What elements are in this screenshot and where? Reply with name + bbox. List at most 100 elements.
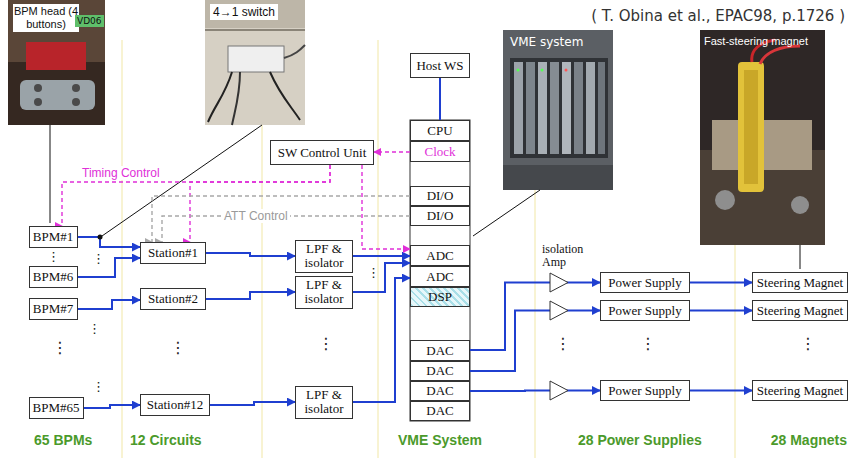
box-text: ADC [426, 269, 453, 285]
vme-module: DAC [410, 340, 470, 361]
amp-label: isolation Amp [542, 243, 598, 269]
box-text: Host WS [416, 58, 463, 74]
filter-box: LPF & isolator [295, 276, 353, 309]
photo-label: VME system [510, 35, 583, 49]
leader-lines [50, 125, 800, 269]
power-supply-box: Power Supply [600, 380, 690, 401]
group-caption: 28 Magnets [771, 432, 847, 448]
vme-module: DI/O [410, 206, 470, 226]
signal-connector [78, 300, 141, 309]
box-text: BPM#1 [33, 229, 73, 245]
junction-dot [98, 235, 103, 240]
bpm-box: BPM#65 [29, 397, 84, 419]
box-text: DAC [426, 363, 453, 379]
signal-connector [206, 253, 295, 256]
station-box: Station#2 [140, 288, 206, 310]
box-text: Station#2 [148, 291, 198, 307]
box-text: Steering Magnet [757, 275, 843, 291]
filter-box: LPF & isolator [295, 240, 353, 273]
group-caption: 65 BPMs [34, 432, 92, 448]
signal-connector [374, 151, 410, 152]
vme-module: DAC [410, 381, 470, 401]
magnet-photo [700, 30, 825, 245]
box-text: ADC [426, 248, 453, 264]
box-text: LPF & isolator [296, 242, 352, 271]
photo-label: BPM head (4 buttons) [13, 4, 79, 32]
vme-module: DAC [410, 361, 470, 381]
control-box: SW Control Unit [270, 140, 374, 165]
signal-connector [78, 237, 141, 247]
signal-connector [470, 311, 600, 372]
bpm-box: BPM#7 [29, 298, 78, 320]
vme-module: DSP [410, 287, 470, 307]
vme-module: ADC [410, 266, 470, 287]
signal-connector [362, 165, 410, 249]
box-text: CPU [427, 123, 452, 139]
signal-connector [439, 78, 441, 120]
signal-connector [78, 258, 141, 277]
box-text: Station#12 [147, 397, 203, 413]
ellipsis-mark: ⋮ [52, 340, 68, 356]
bpm-box: BPM#6 [29, 266, 78, 288]
box-text: BPM#6 [33, 269, 73, 285]
vme-photo [503, 30, 613, 190]
box-text: SW Control Unit [278, 145, 367, 161]
edge-label: ATT Control [222, 209, 290, 223]
box-text: Power Supply [608, 303, 681, 319]
signal-connector [470, 283, 600, 351]
power-supply-box: Power Supply [600, 300, 690, 321]
ellipsis-mark: ⋮ [88, 322, 101, 335]
box-text: Clock [424, 144, 455, 160]
box-text: BPM#65 [33, 400, 80, 416]
ellipsis-mark: ⋮ [92, 380, 105, 393]
box-text: Steering Magnet [757, 303, 843, 319]
ellipsis-mark: ⋮ [170, 340, 186, 356]
station-box: Station#12 [140, 394, 210, 416]
ellipsis-mark: ⋮ [800, 336, 816, 352]
signal-connector [690, 390, 752, 392]
box-text: DI/O [427, 208, 454, 224]
signal-connector [190, 165, 330, 242]
filter-box: LPF & isolator [295, 386, 353, 419]
bpm-head-photo [8, 0, 105, 125]
box-text: DAC [426, 343, 453, 359]
edge-label: Timing Control [80, 166, 162, 180]
signal-connector [470, 390, 600, 393]
signal-connector [353, 278, 410, 402]
citation: ( T. Obina et al., EPAC98, p.1726 ) [591, 7, 845, 25]
power-supply-box: Power Supply [600, 272, 690, 293]
plate-label: VD06 [75, 15, 104, 27]
magnet-box: Steering Magnet [752, 380, 848, 401]
signal-connector [84, 405, 141, 408]
host-box: Host WS [410, 53, 470, 78]
ellipsis-mark: ⋮ [47, 250, 60, 263]
ellipsis-mark: ⋮ [318, 336, 334, 352]
signal-connector [152, 196, 410, 242]
vme-rack-outline [410, 120, 470, 421]
box-text: DAC [426, 403, 453, 419]
box-text: LPF & isolator [296, 278, 352, 307]
switch-photo [205, 0, 305, 125]
box-text: DI/O [427, 188, 454, 204]
vme-module: DI/O [410, 186, 470, 206]
box-text: DAC [426, 383, 453, 399]
station-box: Station#1 [140, 242, 206, 264]
box-text: Station#1 [148, 245, 198, 261]
box-text: Steering Magnet [757, 383, 843, 399]
box-text: Power Supply [608, 275, 681, 291]
signal-connector [690, 310, 752, 312]
ellipsis-mark: ⋮ [640, 336, 656, 352]
box-text: Power Supply [608, 383, 681, 399]
magnet-box: Steering Magnet [752, 300, 848, 321]
photo-label: Fast-steering magnet [704, 35, 808, 47]
photo-label: 4→1 switch [210, 4, 278, 20]
vme-module: Clock [410, 141, 470, 162]
vme-module: ADC [410, 245, 470, 266]
vme-module: DAC [410, 401, 470, 421]
group-caption: 28 Power Supplies [578, 432, 702, 448]
box-text: LPF & isolator [296, 388, 352, 417]
bpm-box: BPM#1 [29, 226, 78, 248]
box-text: DSP [428, 289, 452, 305]
group-caption: VME System [398, 432, 482, 448]
